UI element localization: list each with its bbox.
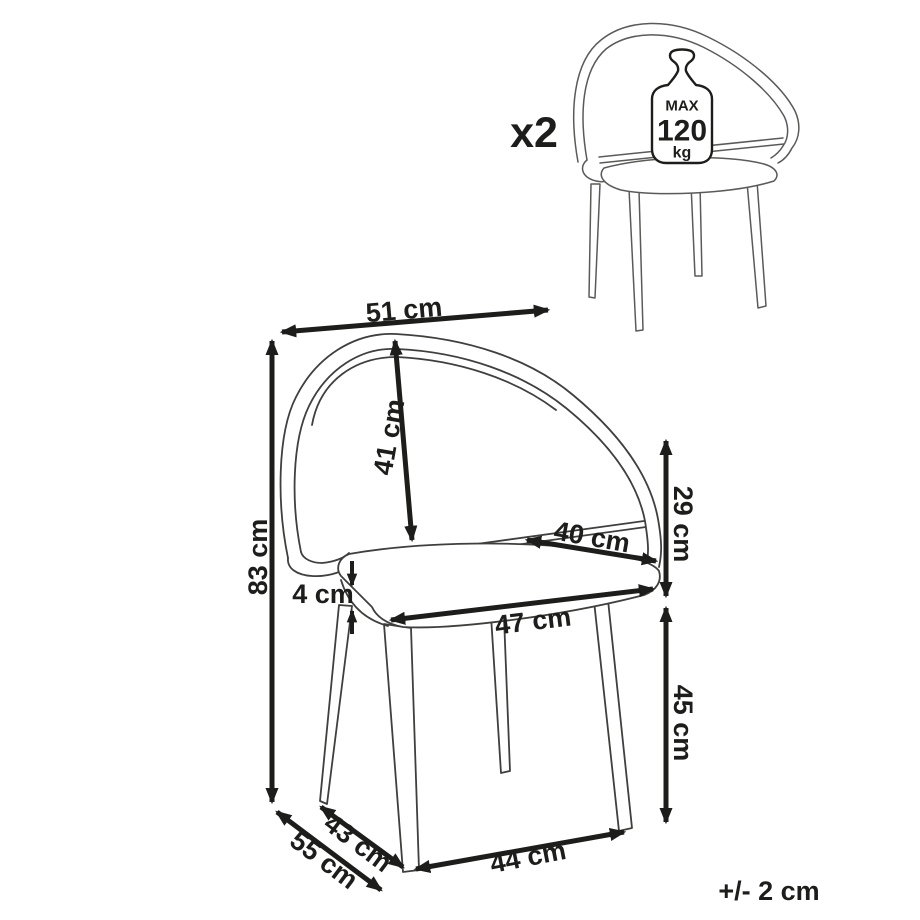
dim-backrest-above-seat: 29 cm <box>659 438 698 599</box>
dim-backrest-inner-height: 41 cm <box>368 338 418 543</box>
dim-leg-height-label: 45 cm <box>668 685 698 762</box>
chair-seat-side <box>340 579 389 627</box>
badge-chair-illustration: MAX 120 kg <box>572 22 800 332</box>
weight-icon-shape <box>650 48 714 165</box>
dim-seat-depth-arrow <box>524 535 659 566</box>
dim-overall-height: 83 cm <box>243 338 279 805</box>
chair-leg-front <box>383 623 420 873</box>
dim-base-width: 44 cm <box>413 827 627 879</box>
dim-overall-height-label: 83 cm <box>243 519 273 596</box>
weight-limit-icon: MAX 120 kg <box>650 48 714 165</box>
small-chair-leg <box>746 180 767 309</box>
dim-overall-width-label: 51 cm <box>365 292 444 329</box>
small-chair-leg <box>690 183 703 277</box>
dim-overall-width-arrow <box>279 304 551 338</box>
tolerance-note: +/- 2 cm <box>718 876 819 906</box>
dim-overall-width: 51 cm <box>279 292 551 338</box>
weight-limit-max-label: MAX <box>665 98 698 115</box>
dim-base-width-label: 44 cm <box>488 835 569 879</box>
small-chair-leg <box>628 188 644 332</box>
chair-backrest-inner <box>293 348 649 564</box>
chair-backrest-outer <box>279 333 663 568</box>
dim-seat-width-arrow <box>388 584 656 625</box>
small-chair-leg <box>588 183 601 299</box>
dim-backrest-above-seat-label: 29 cm <box>668 486 698 563</box>
weight-limit-unit: kg <box>673 145 692 162</box>
chair-backrest-fill <box>280 333 662 567</box>
weight-limit-value: 120 <box>657 115 707 148</box>
dim-cushion-thickness: 4 cm <box>292 561 358 634</box>
dim-leg-height: 45 cm <box>659 605 698 825</box>
chair-leg-left <box>319 604 353 805</box>
dim-base-width-arrow <box>413 827 627 874</box>
dim-overall-depth-arrow <box>275 810 383 892</box>
dim-cushion-thickness-label: 4 cm <box>292 579 354 609</box>
quantity-label: x2 <box>510 109 558 157</box>
small-chair-backrest-outer <box>572 22 800 164</box>
small-chair-backrest-inner <box>582 34 789 161</box>
small-chair-backrest-fill <box>573 23 799 164</box>
dim-backrest-inner-height-arrow <box>389 338 418 543</box>
chair-leg-right <box>593 599 633 832</box>
